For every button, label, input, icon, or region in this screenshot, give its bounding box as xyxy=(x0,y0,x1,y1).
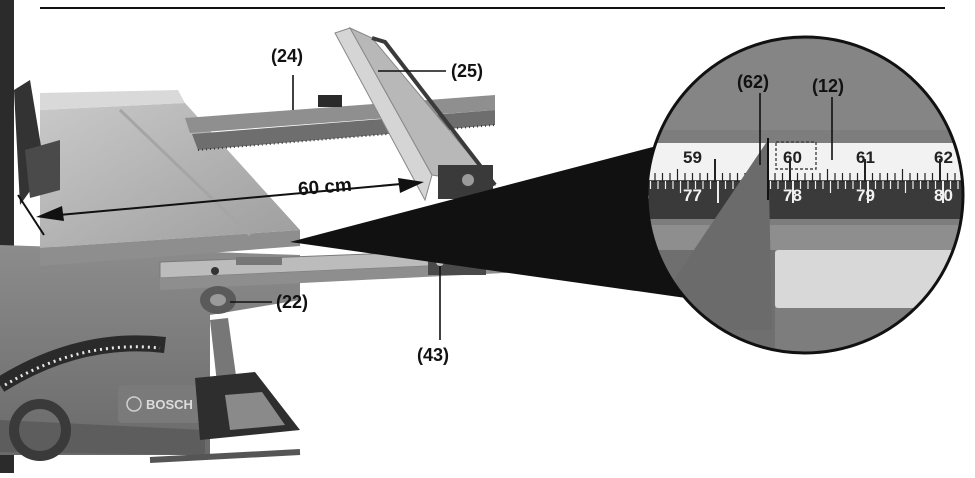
rail-clamp xyxy=(318,95,342,107)
dimension-arrow-left xyxy=(36,206,64,221)
stand-leg xyxy=(210,318,238,392)
table-rear xyxy=(40,90,185,110)
magnifier: 8 59 60 61 62 6 77 78 79 80 xyxy=(647,37,963,353)
callout-25: (25) xyxy=(451,61,484,81)
scale-upper-number: 62 xyxy=(934,148,953,167)
anti-kickback xyxy=(25,140,60,198)
rail-bolt xyxy=(211,267,219,275)
scale-upper-number: 59 xyxy=(683,148,702,167)
scale-lower-number: 78 xyxy=(783,186,802,205)
dimension-arrow-right xyxy=(398,178,424,193)
fence-bar xyxy=(775,250,963,308)
ruler-lower xyxy=(647,181,963,219)
stand-foot-cutout xyxy=(225,392,285,430)
scale-upper-number: 60 xyxy=(783,148,802,167)
magnifier-cone xyxy=(290,142,700,300)
reading-box xyxy=(775,141,817,170)
callout-43: (43) xyxy=(417,345,450,365)
callout-12: (12) xyxy=(812,76,845,96)
table-slot xyxy=(118,108,252,237)
brand-text: BOSCH xyxy=(146,397,193,412)
stand-rail xyxy=(149,449,301,463)
brand-logo-icon xyxy=(126,396,142,412)
dimension-extension xyxy=(17,194,45,236)
bevel-scale xyxy=(0,335,166,392)
saw-base xyxy=(0,420,205,455)
dimension-label: 60 cm xyxy=(297,174,353,201)
fence-lock-knob xyxy=(462,174,474,186)
scale-lower-number: 77 xyxy=(683,186,702,205)
rip-fence-groove xyxy=(371,36,497,187)
dimension-line xyxy=(47,182,413,217)
magnifier-rim xyxy=(645,35,965,355)
table-front-edge xyxy=(40,230,300,266)
rail-label-strip xyxy=(236,257,282,265)
scale-lower-number: 80 xyxy=(934,186,953,205)
scale-lower-number: 79 xyxy=(856,186,875,205)
brand-plate xyxy=(118,385,208,423)
callout-22: (22) xyxy=(276,292,309,312)
lock-knob-center xyxy=(210,294,226,306)
callout-62: (62) xyxy=(737,72,770,92)
bevel-ticks xyxy=(4,345,161,387)
handwheel xyxy=(9,399,71,461)
scale-upper-number: 61 xyxy=(856,148,875,167)
callout-24: (24) xyxy=(271,46,304,66)
